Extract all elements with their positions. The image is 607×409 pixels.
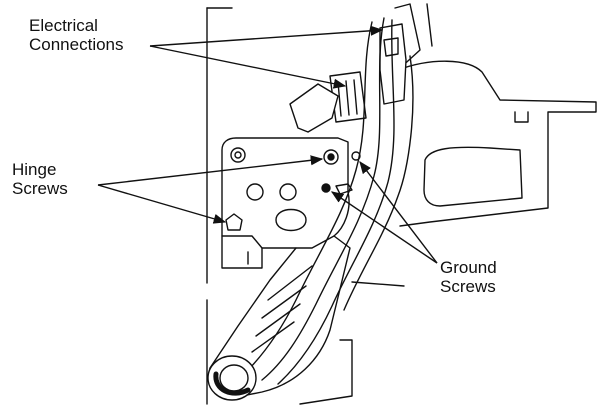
hinge-screw-top-head [327, 153, 335, 161]
door-notch [514, 111, 529, 123]
conduit-sleeve [251, 265, 313, 353]
hinge-arrow-2 [97, 184, 227, 224]
ground-arrow-1 [359, 160, 438, 264]
wire-harness [343, 55, 414, 311]
ground-label-line2: Screws [440, 277, 496, 296]
plate-screw-left-head [234, 151, 242, 159]
hinge-screws-label: Hinge Screws [12, 160, 68, 198]
plate-extension [221, 235, 263, 269]
hinge-label-line2: Screws [12, 179, 68, 198]
lower-trim [206, 299, 353, 405]
electrical-label-line1: Electrical [29, 16, 98, 35]
hinge-arrow-1 [97, 155, 324, 186]
wire-cover-flap [289, 83, 339, 133]
plate-hole [279, 183, 297, 201]
door-recess [423, 146, 523, 207]
wire-harness [277, 19, 395, 385]
lower-floor [351, 281, 405, 287]
wire-harness [261, 17, 385, 381]
top-frame [394, 3, 421, 71]
plate-hole-large [275, 208, 307, 232]
electrical-connections-label: Electrical Connections [29, 16, 124, 54]
electrical-label-line2: Connections [29, 35, 124, 54]
top-frame-2 [426, 3, 433, 47]
door-body [397, 60, 597, 227]
plate-screw-left [230, 147, 246, 163]
ground-arrow-2 [330, 191, 438, 264]
grommet-shadow [213, 371, 251, 396]
hinge-screw-bottom [225, 213, 243, 231]
electrical-arrow-2 [149, 45, 347, 89]
connector-lower-pin [353, 79, 358, 115]
ground-label-line1: Ground [440, 258, 497, 277]
connector-lower-pin [345, 80, 350, 116]
plate-hole [246, 183, 264, 201]
ground-screw-1 [321, 183, 331, 193]
connector-upper-latch [383, 37, 399, 57]
hinge-label-line1: Hinge [12, 160, 57, 179]
ground-screws-label: Ground Screws [440, 258, 497, 296]
electrical-arrow-1 [149, 25, 384, 47]
